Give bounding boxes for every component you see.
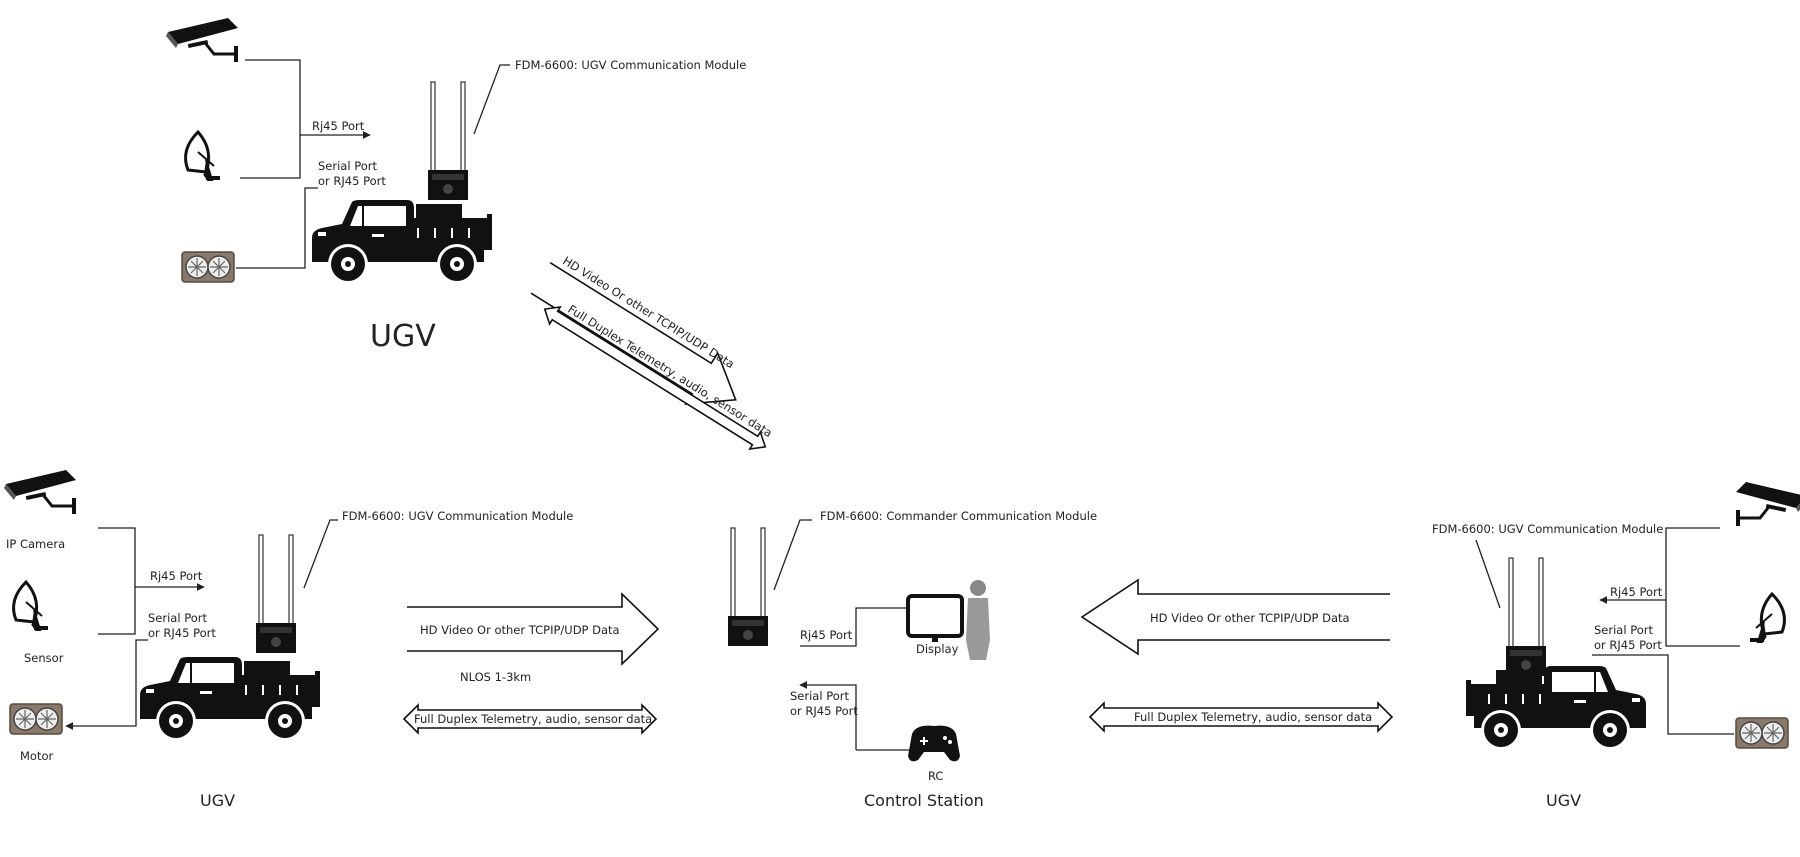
left-rj45-label: Rj45 Port (150, 569, 203, 583)
right-serial-label-1: Serial Port (1594, 623, 1653, 637)
antenna-module-icon (727, 527, 769, 647)
display-label: Display (916, 642, 959, 656)
left-serial-line (65, 639, 148, 730)
center-rj45-label: Rj45 Port (800, 628, 853, 642)
motor-icon (181, 251, 235, 283)
left-serial-label-2: or RJ45 Port (148, 626, 216, 640)
truck-icon (1466, 666, 1646, 750)
left-module-leader (303, 519, 338, 589)
right-rj45-line (1665, 527, 1740, 647)
right-module-leader (1475, 539, 1501, 609)
top-serial-label-1: Serial Port (318, 159, 377, 173)
top-ugv-group: Rj45 Port Serial Port or RJ45 Port FDM-6… (164, 16, 746, 354)
antenna-module-icon (255, 534, 297, 654)
right-serial-line (1592, 654, 1734, 735)
top-rj45-line (240, 59, 301, 179)
gamepad-icon (908, 725, 960, 762)
control-station-label: Control Station (864, 791, 984, 810)
control-station-group: FDM-6600: Commander Communication Module… (727, 509, 1097, 810)
antenna-module-icon (1505, 557, 1547, 677)
left-rj45-line (98, 527, 136, 635)
right-video-arrow-text: HD Video Or other TCPIP/UDP Data (1150, 611, 1350, 625)
center-module-leader (773, 519, 812, 591)
satellite-dish-icon (12, 580, 50, 632)
left-ugv-label: UGV (200, 791, 235, 810)
right-telemetry-arrow-text: Full Duplex Telemetry, audio, sensor dat… (1134, 710, 1372, 724)
left-module-label: FDM-6600: UGV Communication Module (342, 509, 573, 523)
center-serial-label-1: Serial Port (790, 689, 849, 703)
left-video-arrow: HD Video Or other TCPIP/UDP Data (407, 592, 660, 666)
top-ugv-label: UGV (370, 319, 436, 354)
right-ugv-label: UGV (1546, 791, 1581, 810)
camera-icon (2, 468, 78, 516)
sensor-label: Sensor (24, 651, 64, 665)
top-rj45-label: Rj45 Port (312, 119, 365, 133)
motor-label: Motor (20, 749, 54, 763)
left-serial-label-1: Serial Port (148, 611, 207, 625)
ip-camera-label: IP Camera (6, 537, 65, 551)
left-ugv-group: IP Camera Sensor Motor Rj45 Port Serial … (2, 468, 573, 810)
center-serial-label-2: or RJ45 Port (790, 704, 858, 718)
right-ugv-group: FDM-6600: UGV Communication Module Rj45 … (1432, 480, 1800, 810)
antenna-module-icon (427, 81, 469, 201)
top-serial-label-2: or RJ45 Port (318, 174, 386, 188)
right-video-arrow: HD Video Or other TCPIP/UDP Data (1080, 578, 1390, 656)
monitor-icon (906, 594, 964, 642)
left-video-arrow-text: HD Video Or other TCPIP/UDP Data (420, 623, 620, 637)
satellite-dish-icon (1748, 592, 1786, 644)
left-telemetry-arrow-text: Full Duplex Telemetry, audio, sensor dat… (414, 712, 652, 726)
right-serial-label-2: or RJ45 Port (1594, 638, 1662, 652)
truck-icon (312, 200, 492, 284)
center-module-label: FDM-6600: Commander Communication Module (820, 509, 1097, 523)
top-serial-line (236, 187, 318, 269)
right-telemetry-arrow: Full Duplex Telemetry, audio, sensor dat… (1088, 701, 1394, 733)
truck-icon (140, 657, 320, 741)
nlos-label: NLOS 1-3km (460, 670, 531, 684)
top-module-label: FDM-6600: UGV Communication Module (515, 58, 746, 72)
satellite-dish-icon (184, 130, 222, 182)
right-rj45-label: Rj45 Port (1610, 585, 1663, 599)
top-module-leader (473, 64, 510, 135)
right-module-label: FDM-6600: UGV Communication Module (1432, 522, 1663, 536)
left-telemetry-arrow: Full Duplex Telemetry, audio, sensor dat… (402, 703, 658, 735)
person-icon (966, 580, 990, 660)
motor-icon (9, 703, 63, 735)
rc-label: RC (928, 769, 943, 783)
camera-icon (164, 16, 240, 64)
camera-icon (1734, 480, 1800, 528)
motor-icon (1735, 717, 1789, 749)
center-rj45-line (800, 607, 906, 647)
center-serial-line (799, 681, 857, 750)
